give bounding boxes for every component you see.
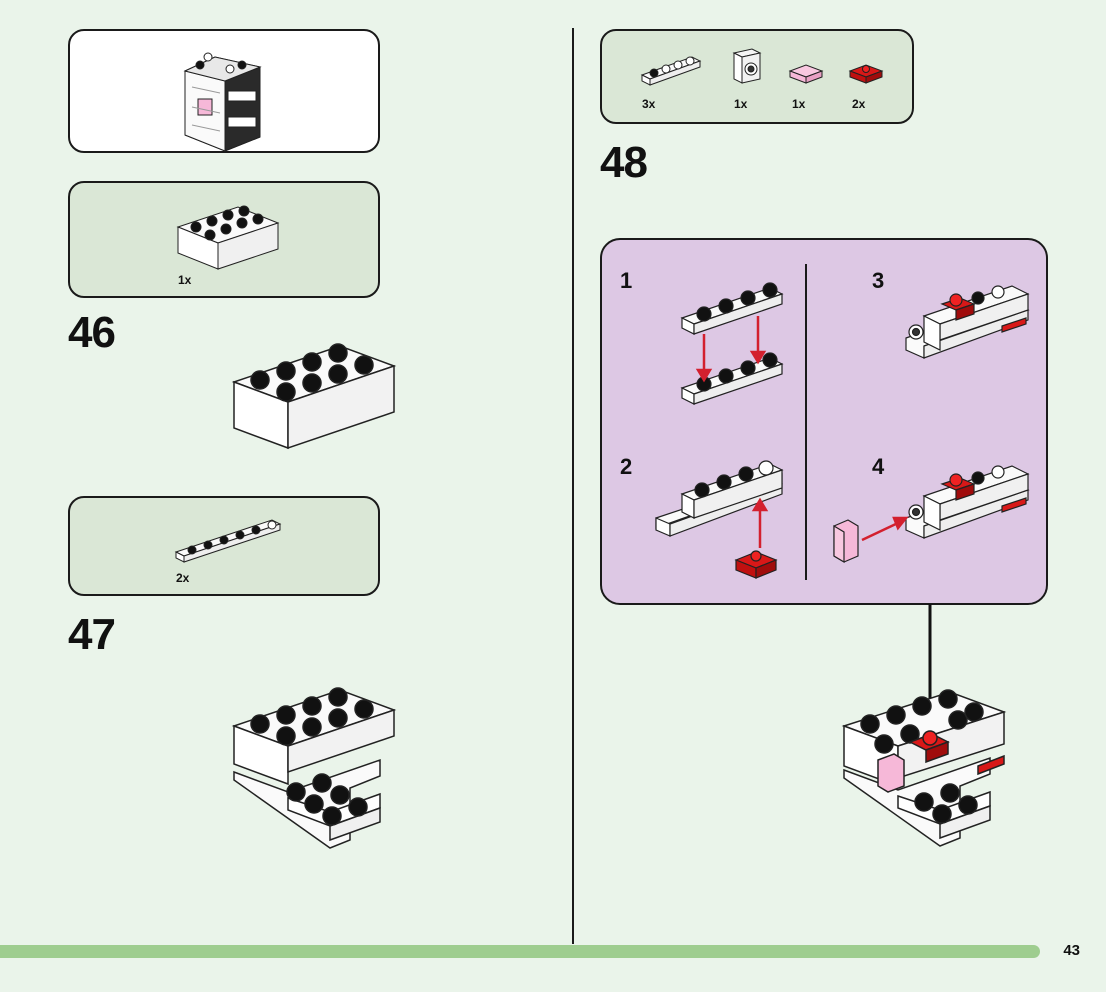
substep-label: 2 — [620, 454, 633, 479]
white-brick-1x1-headlight-icon — [732, 48, 762, 84]
step46-parts-panel: 1x — [68, 181, 380, 298]
substep-divider — [805, 264, 807, 580]
step48-assembly-icon — [841, 689, 1007, 847]
substep3-assembly-icon — [905, 285, 1030, 359]
page-footer-bar — [0, 945, 1040, 958]
substep-label: 1 — [620, 268, 633, 293]
part-qty: 3x — [642, 97, 656, 111]
step-number-48: 48 — [600, 138, 648, 187]
part-qty: 1x — [734, 97, 748, 111]
assembled-model-icon — [183, 52, 262, 152]
part-qty: 2x — [852, 97, 866, 111]
substep1-plates-icon — [680, 282, 784, 405]
substep-label: 3 — [872, 268, 885, 293]
white-brick-2x4-icon — [176, 205, 280, 270]
substeps-panel: 1 2 3 4 — [600, 238, 1048, 605]
substep2-assembly-icon — [655, 460, 784, 579]
page-number: 43 — [1063, 942, 1080, 959]
pink-tile-1x2-icon — [788, 64, 824, 84]
preview-panel — [68, 29, 380, 153]
white-plate-1x4-icon — [640, 56, 702, 86]
part-qty: 1x — [792, 97, 806, 111]
white-plate-1x6-icon — [174, 519, 282, 563]
substep4-assembly-icon — [833, 465, 1030, 564]
red-plate-2x2-icon — [848, 64, 884, 84]
column-divider — [572, 28, 574, 944]
step47-assembly-icon — [231, 687, 397, 849]
substep-label: 4 — [872, 454, 885, 479]
step-number-47: 47 — [68, 610, 116, 659]
part-qty: 1x — [178, 273, 192, 287]
part-qty: 2x — [176, 571, 190, 585]
step-number-46: 46 — [68, 308, 116, 357]
step47-parts-panel: 2x — [68, 496, 380, 596]
step48-parts-panel: 3x 1x 1x 2x — [600, 29, 914, 124]
step46-assembly-icon — [231, 343, 397, 450]
